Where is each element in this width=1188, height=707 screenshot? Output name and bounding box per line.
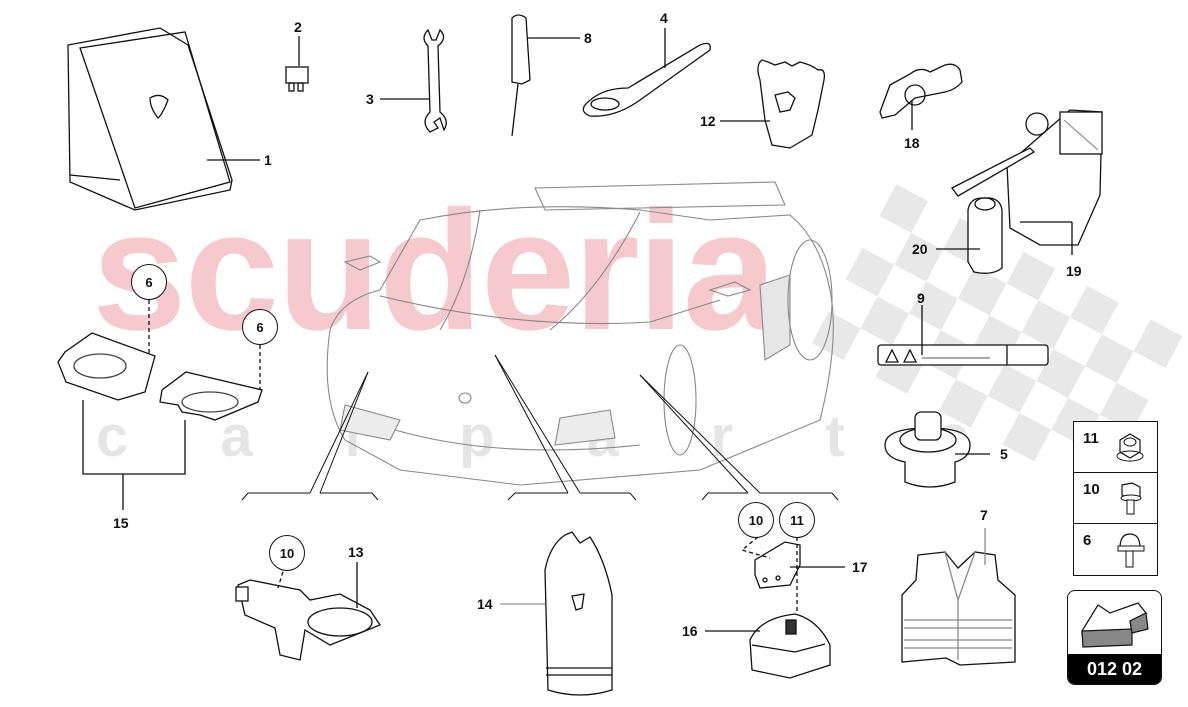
ref-circle-mat2: 6 xyxy=(242,309,278,345)
tool-bag-icon xyxy=(544,531,613,696)
callout-1: 1 xyxy=(264,152,272,168)
legend-row-6: 6 xyxy=(1074,524,1157,575)
legend-row-10: 10 xyxy=(1074,473,1157,524)
flange-nut-icon xyxy=(1116,433,1144,462)
page-code: 012 02 xyxy=(1068,654,1161,684)
safety-vest-icon xyxy=(901,551,1016,666)
ref-circle-mat1: 6 xyxy=(131,264,167,300)
screwdriver-icon xyxy=(511,14,531,137)
legend-row-11: 11 xyxy=(1074,422,1157,473)
car-leader-lines xyxy=(241,354,839,501)
towing-eye-icon xyxy=(582,42,711,117)
floor-mat-icon xyxy=(57,332,263,421)
wheel-adapter-icon xyxy=(884,411,971,488)
callout-3: 3 xyxy=(366,91,374,107)
charger-connector-icon xyxy=(749,613,831,679)
car-illustration xyxy=(326,181,834,486)
legend-number: 10 xyxy=(1083,481,1100,498)
arrow-page-icon xyxy=(1081,602,1149,648)
ref-circle-horn: 10 xyxy=(269,535,305,571)
horn-icon xyxy=(235,579,381,661)
callout-8: 8 xyxy=(584,30,592,46)
callout-20: 20 xyxy=(912,241,928,257)
ref-circle-bracket-b: 11 xyxy=(779,502,815,538)
callout-16: 16 xyxy=(682,623,698,639)
fuse-icon xyxy=(285,66,309,92)
callout-2: 2 xyxy=(294,19,302,35)
callout-5: 5 xyxy=(1000,446,1008,462)
first-aid-box-icon xyxy=(67,27,233,211)
callout-14: 14 xyxy=(477,596,493,612)
clip-fastener-icon xyxy=(1117,533,1145,568)
warning-triangle-icon xyxy=(877,344,1049,366)
watermark-carparts: carparts xyxy=(96,408,1061,466)
wrench-icon xyxy=(423,28,447,133)
gloves-icon xyxy=(757,59,826,149)
fastener-legend: 11 10 6 xyxy=(1073,421,1158,576)
callout-19: 19 xyxy=(1066,263,1082,279)
callout-15: 15 xyxy=(113,515,129,531)
ref-circle-bracket-a: 10 xyxy=(738,502,774,538)
watermark-scuderia: scuderia xyxy=(92,176,777,366)
callout-7: 7 xyxy=(980,507,988,523)
hex-bolt-icon xyxy=(1120,482,1142,515)
callout-13: 13 xyxy=(348,544,364,560)
callout-12: 12 xyxy=(700,113,716,129)
callout-9: 9 xyxy=(917,290,925,306)
tyre-repair-kit-icon xyxy=(951,109,1103,274)
legend-number: 11 xyxy=(1083,430,1099,447)
callout-17: 17 xyxy=(852,559,868,575)
bracket-icon xyxy=(754,541,801,589)
callout-4: 4 xyxy=(660,10,668,26)
callout-18: 18 xyxy=(904,135,920,151)
legend-number: 6 xyxy=(1083,532,1092,549)
socket-adapter-icon xyxy=(879,63,963,119)
page-navigation-badge[interactable]: 012 02 xyxy=(1067,590,1162,685)
